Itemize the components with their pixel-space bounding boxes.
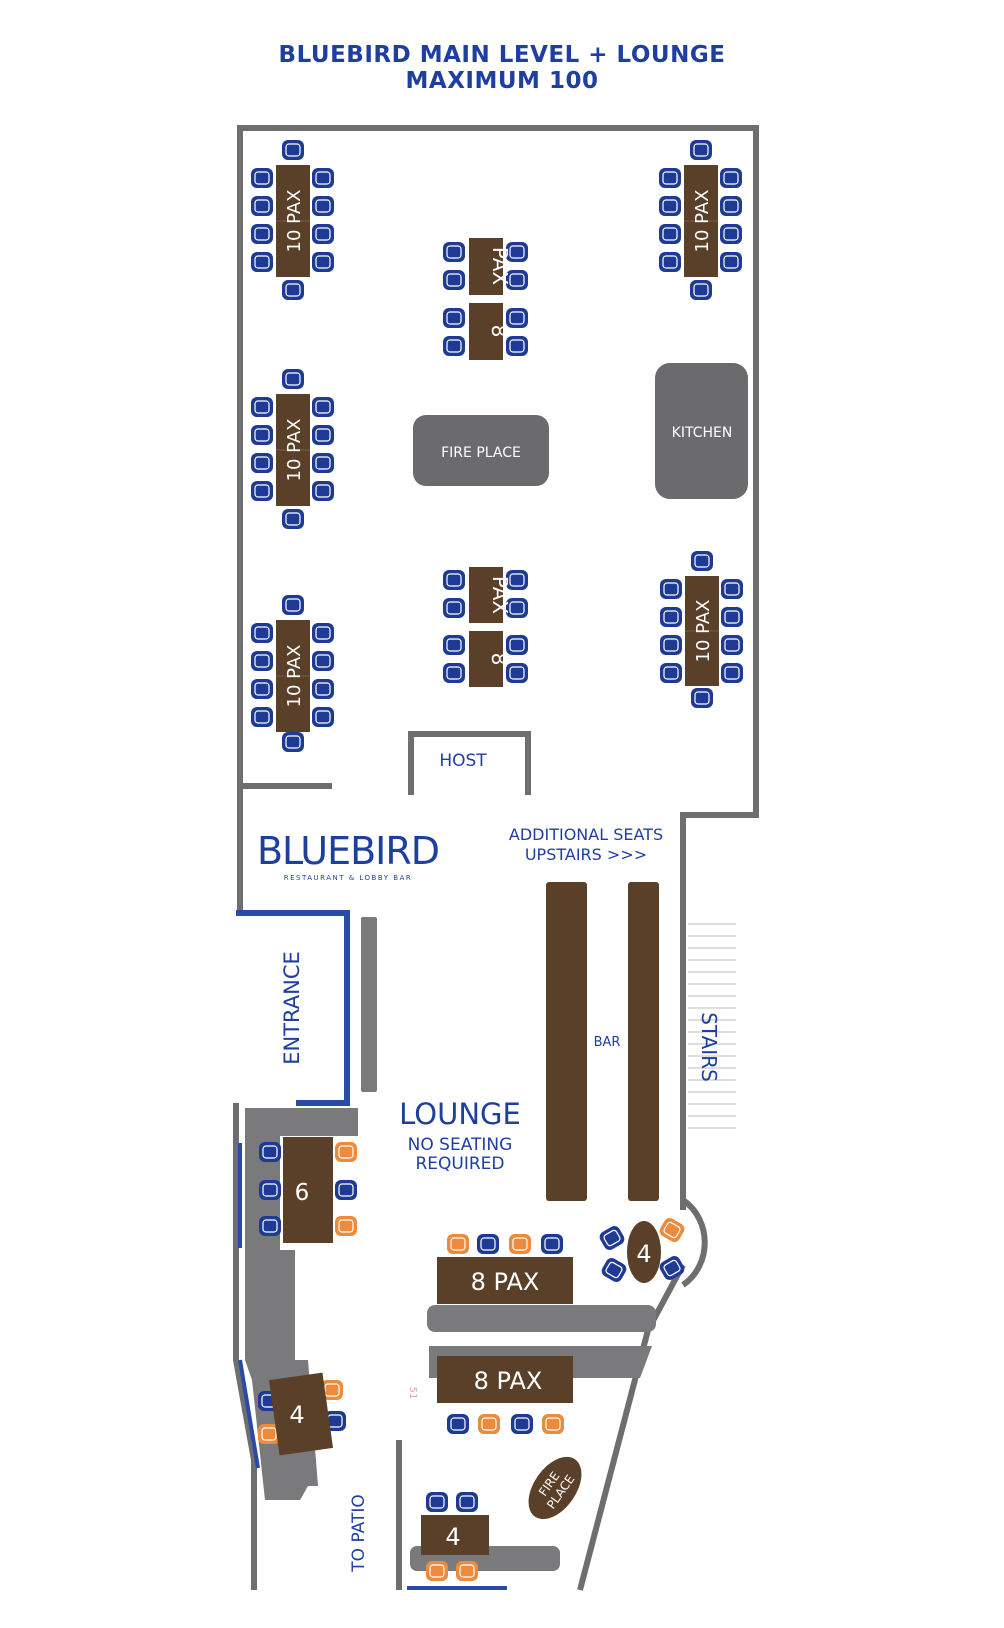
lounge-table-8pax-b[interactable]: 8 PAX: [437, 1356, 573, 1435]
page-title-line1: BLUEBIRD MAIN LEVEL + LOUNGE: [278, 42, 726, 68]
table-8pax-2[interactable]: PAX 8: [442, 567, 529, 687]
lounge-table-6-label: 6: [295, 1180, 310, 1206]
lounge-table-8pax-b-label: 8 PAX: [474, 1367, 543, 1395]
lounge-table-4-round[interactable]: 4: [596, 1215, 688, 1285]
table-10pax-2[interactable]: 10 PAX: [658, 139, 743, 301]
lounge-sub-line1: NO SEATING: [408, 1135, 513, 1155]
lounge-table-8pax-a-label: 8 PAX: [471, 1268, 540, 1296]
table-10pax-4[interactable]: 10 PAX: [250, 594, 335, 753]
lounge-table-4-bottom[interactable]: 4: [410, 1491, 560, 1582]
lounge-table-8pax-a[interactable]: 8 PAX: [437, 1233, 573, 1304]
lounge-table-6[interactable]: 6: [258, 1137, 358, 1243]
bar-end-booth: [681, 1197, 708, 1288]
walls: [233, 125, 759, 1591]
wall-lounge-left: [233, 1103, 257, 1590]
lounge-label: LOUNGE: [399, 1097, 521, 1131]
table-8pax-1-word: PAX: [488, 247, 512, 285]
lounge-table-4-bottom-label: 4: [445, 1523, 460, 1551]
table-10pax-5-label: 10 PAX: [693, 600, 714, 663]
additional-seats-line2: UPSTAIRS >>>: [525, 845, 647, 864]
fireplace-lounge: FIRE PLACE: [528, 1456, 582, 1520]
table-8pax-2-num: 8: [487, 653, 511, 666]
small-annotation: 51: [407, 1387, 418, 1400]
host-stand: [408, 731, 531, 795]
entrance-label: ENTRANCE: [280, 951, 304, 1065]
host-label: HOST: [439, 751, 487, 771]
stairs-label: STAIRS: [697, 1012, 721, 1082]
entrance-walls: [236, 910, 350, 1106]
to-patio-label: TO PATIO: [349, 1494, 369, 1572]
lounge-sub-line2: REQUIRED: [415, 1154, 504, 1174]
lounge-bench-a: [427, 1305, 656, 1332]
stairs: [688, 923, 736, 1129]
table-8pax-2-word: PAX: [488, 576, 512, 614]
bar: BAR: [546, 882, 659, 1201]
table-8pax-1-num: 8: [487, 325, 511, 338]
table-10pax-2-label: 10 PAX: [692, 190, 713, 253]
lounge-table-4-left[interactable]: 4: [257, 1372, 347, 1456]
bluebird-logo: BLUEBIRD RESTAURANT & LOBBY BAR: [257, 829, 440, 882]
fireplace-main: FIRE PLACE: [413, 415, 549, 486]
kitchen: KITCHEN: [655, 363, 748, 499]
additional-seats-line1: ADDITIONAL SEATS: [509, 825, 663, 844]
page-title-line2: MAXIMUM 100: [405, 68, 599, 94]
bar-label: BAR: [594, 1035, 621, 1050]
lounge-table-4-left-label: 4: [289, 1401, 304, 1429]
logo-name: BLUEBIRD: [257, 829, 439, 873]
table-10pax-1-label: 10 PAX: [284, 190, 305, 253]
entrance-partition: [361, 917, 377, 1092]
kitchen-label: KITCHEN: [672, 425, 733, 441]
table-10pax-1[interactable]: 10 PAX: [250, 139, 335, 301]
wall-main-left: [237, 125, 759, 1210]
table-10pax-5[interactable]: 10 PAX: [659, 550, 744, 709]
lounge-table-4-round-label: 4: [636, 1240, 651, 1268]
logo-tagline: RESTAURANT & LOBBY BAR: [284, 874, 413, 882]
fireplace-main-label: FIRE PLACE: [441, 445, 521, 461]
table-10pax-3-label: 10 PAX: [284, 419, 305, 482]
table-8pax-1[interactable]: PAX 8: [442, 238, 529, 360]
window-edges: [238, 1143, 507, 1590]
table-10pax-3[interactable]: 10 PAX: [250, 368, 335, 530]
table-10pax-4-label: 10 PAX: [284, 645, 305, 708]
